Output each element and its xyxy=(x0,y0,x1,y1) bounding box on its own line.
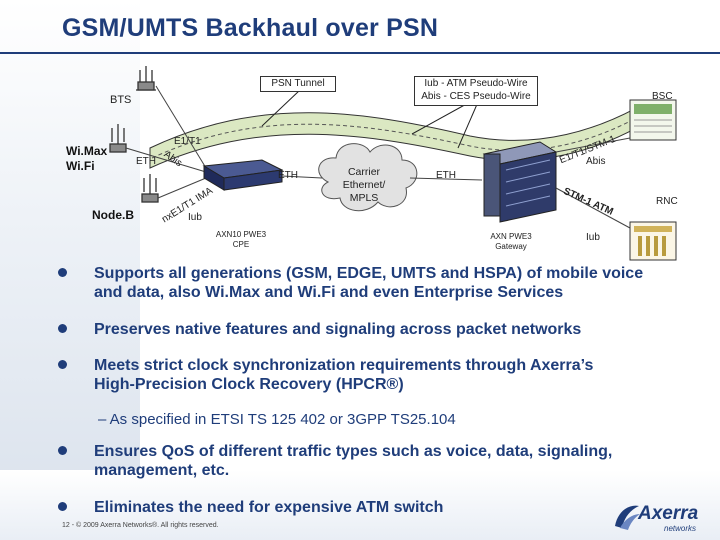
axn10-cpe-device-icon xyxy=(202,159,284,191)
gateway-label-line2: Gateway xyxy=(495,242,527,251)
bullet-dot-icon xyxy=(58,502,67,511)
bullet-line: and data, also Wi.Max and Wi.Fi and even… xyxy=(94,284,564,301)
bsc-device-icon xyxy=(629,99,677,141)
bullet-line: Preserves native features and signaling … xyxy=(94,321,582,338)
eth-right-label: ETH xyxy=(436,170,456,181)
logo-subtitle: networks xyxy=(664,524,697,533)
iub-right-label: Iub xyxy=(586,232,600,243)
bullet-dot-icon xyxy=(58,324,67,333)
background-bottom-gradient xyxy=(0,470,720,540)
cloud-label-line1: Carrier xyxy=(347,166,381,178)
axn-pwe3-gateway-icon xyxy=(482,141,558,223)
e1t1-label: E1/T1 xyxy=(174,136,201,147)
bullet-dot-icon xyxy=(58,446,67,455)
bullet-dot-icon xyxy=(58,268,67,277)
background-left-gradient xyxy=(0,0,140,540)
pseudo-wire-label: Iub - ATM Pseudo-Wire Abis - CES Pseudo-… xyxy=(414,76,538,106)
rnc-device-icon xyxy=(629,221,677,261)
cpe-label: AXN10 PWE3 CPE xyxy=(204,230,278,250)
bullet-line: management, etc. xyxy=(94,462,230,479)
bullet-dot-icon xyxy=(58,360,67,369)
carrier-ethernet-cloud-icon xyxy=(318,143,418,212)
bullet-text: Preserves native features and signaling … xyxy=(94,320,581,339)
rnc-label: RNC xyxy=(656,196,678,207)
gateway-label-line1: AXN PWE3 xyxy=(490,232,532,241)
bullet-text: Eliminates the need for expensive ATM sw… xyxy=(94,498,443,517)
gateway-label: AXN PWE3 Gateway xyxy=(474,232,548,252)
footer-copyright: 12 - © 2009 Axerra Networks®. All rights… xyxy=(62,522,219,529)
title-underline xyxy=(0,52,720,54)
psn-tunnel-label: PSN Tunnel xyxy=(260,76,336,92)
eth-mid-label: ETH xyxy=(278,170,298,181)
bullet-line: Eliminates the need for expensive ATM sw… xyxy=(94,499,444,516)
bullet-text: Meets strict clock synchronization requi… xyxy=(94,356,593,394)
bullet-text: Ensures QoS of different traffic types s… xyxy=(94,442,612,480)
nodeb-label: Node.B xyxy=(92,208,134,222)
bts-tower-icon xyxy=(136,66,156,91)
bsc-label: BSC xyxy=(652,91,673,102)
network-diagram xyxy=(109,66,677,261)
pseudo-wire-dashed xyxy=(151,115,641,159)
bullet-line: Ensures QoS of different traffic types s… xyxy=(94,443,613,460)
logo-name: Axerra xyxy=(638,503,699,524)
cpe-label-line2: CPE xyxy=(232,240,250,249)
cloud-label-line2: Ethernet/ xyxy=(342,179,386,191)
bullet-text: Supports all generations (GSM, EDGE, UMT… xyxy=(94,264,643,302)
wifi-label: Wi.Fi xyxy=(66,159,95,173)
wimax-wifi-label: Wi.Max Wi.Fi xyxy=(66,144,107,174)
cloud-label-line3: MPLS xyxy=(349,192,379,204)
abis-right-label: Abis xyxy=(586,156,606,167)
slide-title: GSM/UMTS Backhaul over PSN xyxy=(62,14,439,42)
bts-label: BTS xyxy=(110,94,132,106)
sub-bullet: – As specified in ETSI TS 125 402 or 3GP… xyxy=(98,411,456,428)
cloud-label: Carrier Ethernet/ MPLS xyxy=(336,166,392,205)
axerra-logo: Axerra networks xyxy=(612,500,712,536)
bullet-line: High-Precision Clock Recovery (HPCR®) xyxy=(94,376,404,393)
nodeb-tower-icon xyxy=(141,174,159,203)
wimax-tower-icon xyxy=(109,124,127,153)
iub-left-label: Iub xyxy=(188,212,202,223)
pseudo-wire-label-line1: Iub - ATM Pseudo-Wire xyxy=(424,78,528,89)
pseudo-wire-label-line2: Abis - CES Pseudo-Wire xyxy=(421,91,531,102)
axerra-swoosh-icon xyxy=(615,505,640,530)
cpe-label-line1: AXN10 PWE3 xyxy=(215,230,267,239)
wimax-label: Wi.Max xyxy=(66,144,108,158)
bullet-line: Supports all generations (GSM, EDGE, UMT… xyxy=(94,265,644,282)
bullet-line: Meets strict clock synchronization requi… xyxy=(94,357,594,374)
eth-left-label: ETH xyxy=(136,156,156,167)
